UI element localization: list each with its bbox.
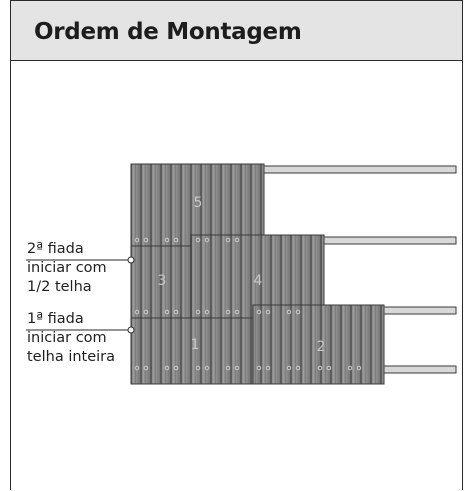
tile-4 <box>190 234 325 319</box>
tile-2 <box>252 304 385 385</box>
tile-number-2: 2 <box>316 339 326 355</box>
row1-label-line3: telha inteira <box>27 349 116 365</box>
batten-top <box>262 165 457 174</box>
row2-label-line3: 1/2 telha <box>27 279 92 295</box>
page-title: Ordem de Montagem <box>34 19 302 45</box>
row2-label-line1: 2ª fiada <box>27 241 84 257</box>
row1-label-line2: iniciar com <box>27 330 107 346</box>
header-bar: Ordem de Montagem <box>11 1 462 61</box>
tile-number-5: 5 <box>193 195 203 211</box>
batten-bottom <box>383 365 457 374</box>
tile-3 <box>130 245 192 319</box>
tile-number-1: 1 <box>190 337 200 353</box>
tile-5 <box>130 163 265 247</box>
row2-label-line2: iniciar com <box>27 260 107 276</box>
row1-label-line1: 1ª fiada <box>27 311 84 327</box>
batten-third <box>383 306 457 315</box>
tile-number-4: 4 <box>253 273 263 289</box>
tile-number-3: 3 <box>157 273 167 289</box>
batten-second <box>322 236 457 245</box>
fixing-holes <box>134 237 362 371</box>
row2-label: 2ª fiada iniciar com 1/2 telha <box>27 240 107 297</box>
row1-label: 1ª fiada iniciar com telha inteira <box>27 310 115 367</box>
leader-row1 <box>26 326 135 334</box>
leader-row2 <box>26 256 135 264</box>
